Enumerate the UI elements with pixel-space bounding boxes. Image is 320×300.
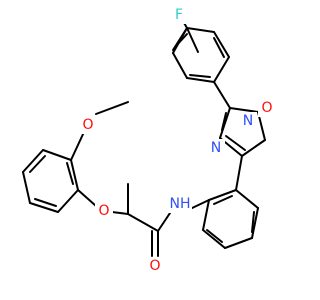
bond-lines xyxy=(22,15,266,257)
atom-f: F xyxy=(175,7,183,23)
atom-o-ether: O xyxy=(98,203,109,219)
atom-o-carbonyl: O xyxy=(149,258,160,274)
atom-n-ring-upper: N xyxy=(243,113,253,129)
atom-o-methoxy: O xyxy=(82,117,93,133)
atom-o-ring: O xyxy=(261,100,272,116)
atom-n-ring-lower: N xyxy=(211,140,221,156)
chemical-structure: F O N N O O NH O xyxy=(22,6,276,275)
atom-nh: NH xyxy=(170,196,191,212)
atom-labels: F O N N O O NH O xyxy=(79,6,276,275)
